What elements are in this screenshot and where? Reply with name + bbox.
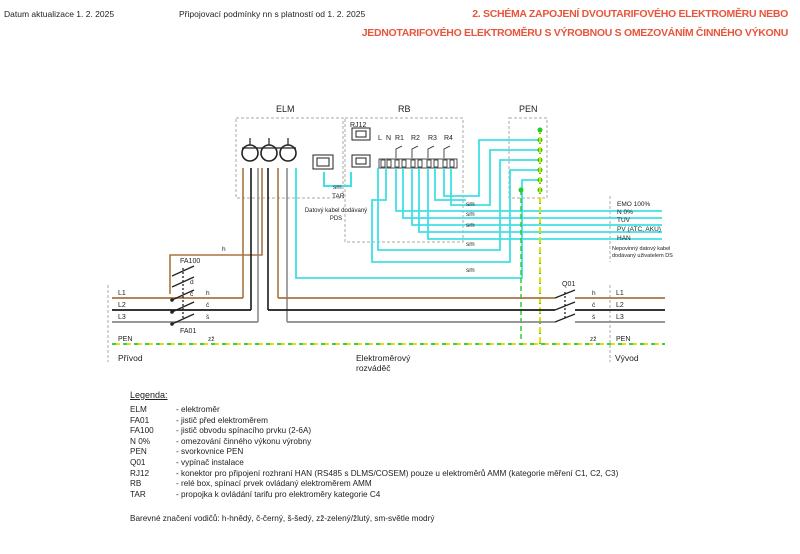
svg-text:sm: sm: [466, 241, 475, 248]
legend-item: PEN- svorkovnice PEN: [130, 447, 244, 457]
optional-cable-line1: Nepovinný datový kabel: [612, 246, 670, 252]
rb-terminal-block: [378, 158, 458, 169]
output-n0: N 0%: [617, 209, 633, 216]
pen-label: PEN: [519, 104, 538, 114]
pds-cable-line1: Datový kabel dodávaný: [305, 208, 367, 214]
diagram-title-line1: 2. SCHÉMA ZAPOJENÍ DVOUTARIFOVÉHO ELEKTR…: [472, 8, 788, 20]
legend-item: RJ12- konektor pro připojení rozhraní HA…: [130, 468, 619, 478]
svg-text:L1: L1: [118, 290, 126, 297]
tar-sm-label: sm: [333, 184, 342, 191]
svg-text:č: č: [190, 291, 194, 298]
rb-terminal-labels: L N R1 R2 R3 R4: [378, 135, 453, 142]
fa01-label: FA01: [180, 328, 196, 335]
output-pv: PV (ATC, AKU): [617, 226, 661, 233]
elm-label: ELM: [276, 104, 295, 114]
pds-cable-line2: PDS: [330, 216, 342, 222]
output-labels: EMO 100% N 0% TUV PV (ATC, AKU) HAN: [617, 201, 661, 242]
terminal-r1: R1: [395, 135, 404, 142]
legend-item: RB- relé box, spínací prvek ovládaný ele…: [130, 479, 372, 489]
svg-text:L1: L1: [616, 290, 624, 297]
output-han: HAN: [617, 235, 631, 242]
left-line-labels: L1 L2 L3 PEN: [118, 290, 132, 343]
relay-output-wires: [295, 139, 662, 279]
tar-jumper: [323, 172, 352, 187]
legend-item: FA100- jistič obvodu spínacího prvku (2-…: [130, 426, 312, 436]
rb-label: RB: [398, 104, 411, 114]
rb-relay-contacts: [395, 145, 451, 158]
svg-text:h: h: [222, 246, 226, 253]
q01-switch: [554, 289, 576, 323]
output-tuv: TUV: [617, 217, 631, 224]
svg-text:č: č: [206, 302, 210, 309]
diagram-title-line2: JEDNOTARIFOVÉHO ELEKTROMĚRU S VÝROBNOU S…: [361, 27, 789, 39]
right-line-labels: L1 L2 L3 PEN: [616, 290, 630, 343]
conditions-header: Připojovací podmínky nn s platností od 1…: [179, 9, 366, 19]
supply-lines: [112, 297, 665, 345]
pen-box: [508, 117, 548, 199]
svg-text:zž: zž: [208, 336, 215, 343]
legend-title: Legenda:: [130, 390, 168, 400]
svg-text:sm: sm: [466, 211, 475, 218]
svg-text:PEN: PEN: [616, 336, 630, 343]
fa01-switch: [171, 265, 195, 325]
meter-coils: [241, 138, 297, 162]
terminal-r4: R4: [444, 135, 453, 142]
output-emo: EMO 100%: [617, 201, 650, 208]
svg-text:L3: L3: [616, 314, 624, 321]
svg-text:h: h: [592, 290, 596, 297]
fa100-label: FA100: [180, 258, 200, 265]
optional-cable-line2: dodávaný uživatelem DS: [612, 253, 673, 259]
terminal-n: N: [386, 135, 391, 142]
svg-text:sm: sm: [466, 222, 475, 229]
wire-color-note: Barevné značení vodičů: h-hnědý, č-černý…: [130, 514, 435, 523]
terminal-r3: R3: [428, 135, 437, 142]
svg-text:PEN: PEN: [118, 336, 132, 343]
rj12-label: RJ12: [350, 122, 366, 129]
legend-item: FA01- jistič před elektroměrem: [130, 415, 268, 425]
legend-item: N 0%- omezování činného výkonu výrobny: [130, 436, 312, 446]
legend-item: Q01- vypínač instalace: [130, 457, 244, 467]
svg-text:sm: sm: [466, 267, 475, 274]
rb-box: [344, 117, 464, 243]
legend-item: ELM- elektroměr: [130, 405, 220, 414]
legend-list: ELM- elektroměr FA01- jistič před elektr…: [130, 405, 618, 500]
elm-box: [235, 117, 344, 199]
svg-text:š: š: [206, 314, 210, 321]
tar-label: TAR: [332, 193, 345, 200]
svg-text:h: h: [206, 290, 210, 297]
svg-text:L2: L2: [616, 302, 624, 309]
section-rozvadec-1: Elektroměrový: [356, 353, 411, 363]
section-rozvadec-2: rozváděč: [356, 363, 391, 373]
svg-text:sm: sm: [466, 201, 475, 208]
legend-item: TAR- propojka k ovládání tarifu pro elek…: [130, 489, 381, 499]
fa100-wire: [169, 168, 263, 294]
svg-text:d: d: [190, 279, 194, 286]
section-vyvod: Vývod: [615, 353, 639, 363]
sm-wire-labels: sm sm sm sm sm: [466, 201, 475, 274]
svg-text:L2: L2: [118, 302, 126, 309]
svg-text:č: č: [592, 302, 596, 309]
terminal-l: L: [378, 135, 382, 142]
svg-text:š: š: [592, 314, 596, 321]
q01-label: Q01: [562, 281, 575, 288]
svg-text:zž: zž: [590, 336, 597, 343]
section-prichod: Přívod: [118, 353, 143, 363]
fa01-marks: d č: [190, 279, 194, 298]
update-date: Datum aktualizace 1. 2. 2025: [4, 9, 115, 19]
terminal-r2: R2: [411, 135, 420, 142]
svg-text:L3: L3: [118, 314, 126, 321]
